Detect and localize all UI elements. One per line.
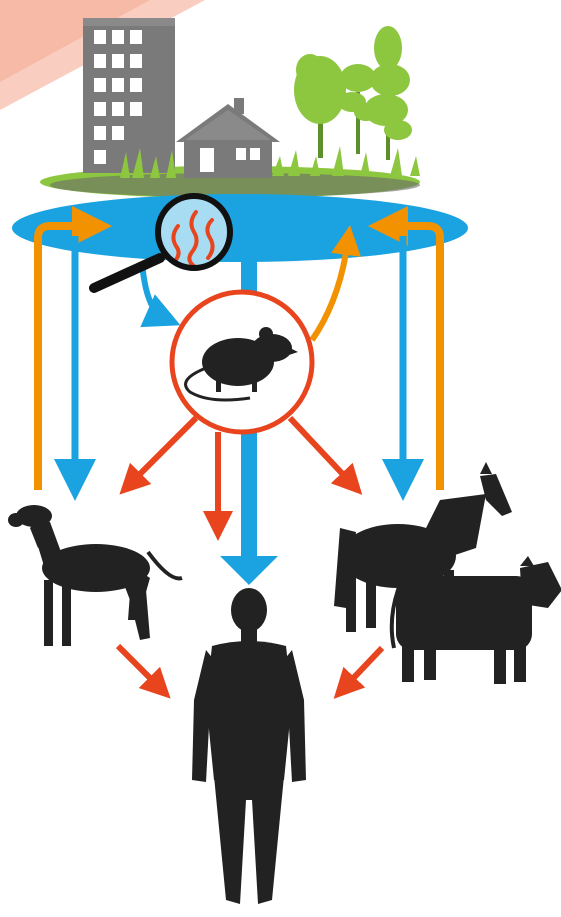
edge-dog-to-water — [38, 226, 92, 490]
trees-icon — [294, 26, 412, 160]
house-icon — [176, 98, 280, 178]
apartment-building-icon — [83, 18, 175, 173]
town-and-nature-icon — [40, 18, 420, 198]
edge-dog-to-human — [118, 646, 160, 688]
edge-water-to-rodent — [142, 262, 164, 318]
human-icon — [192, 588, 306, 904]
edge-livestock-to-human — [344, 648, 382, 688]
edge-rodent-to-livestock — [290, 418, 352, 484]
rat-node — [172, 292, 312, 432]
dog-icon — [8, 505, 182, 646]
edge-livestock-to-water — [388, 226, 440, 490]
edge-rodent-to-dog — [130, 418, 196, 484]
